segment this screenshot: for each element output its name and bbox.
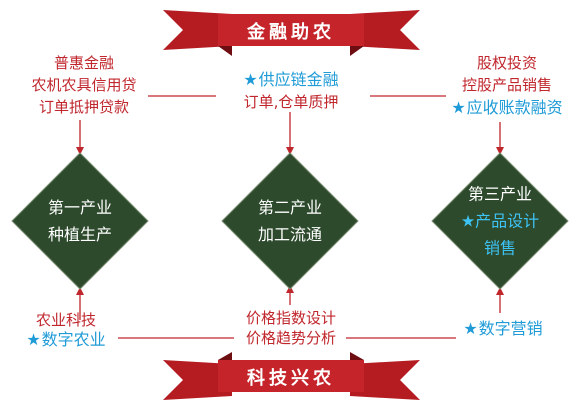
top-right-line3: ★应收账款融资 [451,98,563,117]
top-left-line1: 普惠金融 [53,54,115,72]
stage-3-line2: ★产品设计 [460,211,540,231]
arrows [76,112,504,320]
bottom-right-line1: ★数字营销 [463,319,543,338]
diamonds [11,152,569,290]
diamond-stage-1 [11,152,149,290]
stage-3-line1: 第三产业 [467,184,533,204]
stage-2-line1: 第二产业 [257,198,323,217]
stage-1-label: 第一产业 种植生产 [48,194,112,248]
bottom-middle-line1: 价格指数设计 [245,309,337,327]
top-right-line1: 股权投资 [476,54,538,72]
bottom-middle-line2: 价格趋势分析 [245,329,337,347]
top-middle-line1: ★供应链金融 [243,70,339,89]
connector-lines [118,95,456,339]
star-icon: ★ [26,330,41,349]
top-left-line2: 农机农具信用贷 [31,76,137,94]
top-middle-line2: 订单,仓单质押 [243,93,339,111]
star-icon: ★ [460,211,476,231]
top-left-line3: 订单抵押贷款 [38,98,130,116]
stage-2-label: 第二产业 加工流通 [258,194,322,248]
stage-3-label: 第三产业 ★产品设计 销售 [461,181,539,262]
star-icon: ★ [451,98,466,117]
diamond-stage-3 [431,152,569,290]
top-banner [163,10,420,56]
stage-1-line1: 第一产业 [47,198,113,217]
stage-2-line2: 加工流通 [257,225,323,244]
star-icon: ★ [243,70,258,89]
banner-title-bottom: 科技兴农 [247,368,335,389]
diamond-stage-2 [221,152,359,290]
bottom-left-line2: ★数字农业 [26,330,106,349]
bottom-left-line1: 农业科技 [35,311,97,329]
stage-3-line3: 销售 [483,238,517,258]
star-icon: ★ [463,319,478,338]
banner-title-top: 金融助农 [247,22,335,43]
stage-1-line2: 种植生产 [47,225,113,244]
bottom-banner [163,352,420,400]
top-right-line2: 控股产品销售 [461,76,553,94]
